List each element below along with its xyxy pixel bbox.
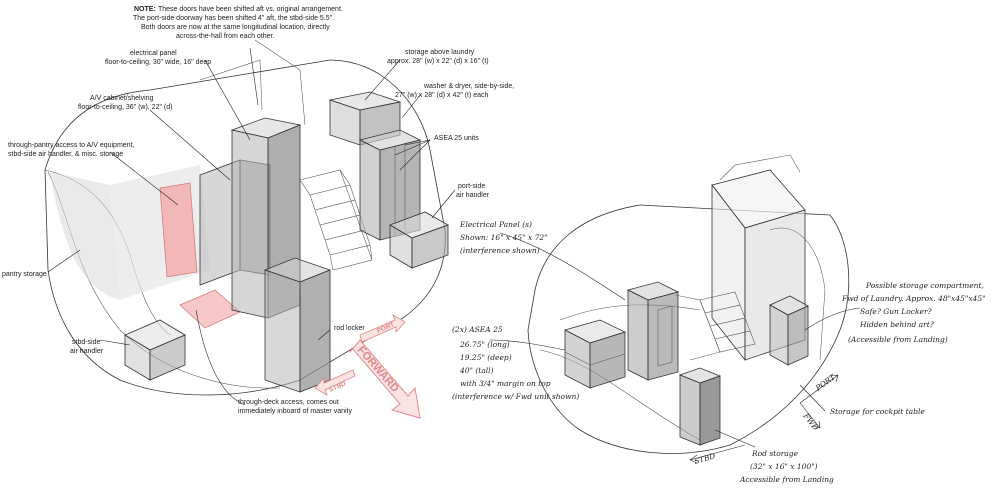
asea-note-4: 40" (tall) [459, 366, 494, 375]
asea-leader-right [489, 339, 566, 351]
rod-storage-leader [714, 429, 756, 448]
note-heading: NOTE: [134, 6, 156, 13]
through-deck-label-1: through-deck access, comes out [238, 399, 339, 406]
electrical-panel-spec: floor-to-ceiling, 30" wide, 16" deep [105, 59, 211, 66]
through-pantry-label-1: through-pantry access to A/V equipment, [8, 142, 135, 149]
cockpit-table-note: Storage for cockpit table [830, 407, 925, 416]
asea-units-label: ASEA 25 units [434, 135, 479, 142]
through-deck-hatch [179, 289, 241, 329]
av-cabinet-spec: floor-to-ceiling, 36" (w), 22" (d) [78, 104, 172, 111]
washer-dryer-label: washer & dryer, side-by-side, [423, 83, 514, 90]
asea-note-3: 19.25" (deep) [460, 353, 512, 362]
note-line-4: across-the-hall from each other. [176, 33, 274, 40]
washer-front [359, 139, 381, 241]
through-pantry-label-2: stbd-side air handler, & misc. storage [8, 151, 123, 158]
through-deck-leader [195, 309, 246, 406]
port-arrow: PORT [359, 313, 406, 343]
pantry-storage-label: pantry storage [2, 271, 47, 278]
note-line-3: Both doors are now at the same longitudi… [141, 24, 330, 31]
port-air-leader [431, 189, 456, 219]
av-cabinet-wall [110, 165, 210, 300]
stbd-label-right: STBD [693, 451, 716, 466]
storage-note-2: Fwd of Laundry. Approx. 48"x45"x45" [841, 294, 986, 303]
elec-leader-right [499, 232, 626, 301]
elec-leader [204, 59, 251, 141]
laundry-leader [364, 59, 401, 101]
washer-leader [401, 94, 421, 119]
pantry-access-door [159, 182, 198, 278]
possible-storage-front [769, 304, 789, 366]
hull-outline-right [527, 204, 850, 454]
rod-locker-leader [317, 329, 331, 341]
port-arrow-label: PORT [376, 321, 395, 335]
port-air-handler-label-1: port-side [458, 183, 485, 190]
note-text: NOTE: These doors have been shifted aft … [133, 6, 343, 40]
asea-note-2: 26.75" (long) [459, 340, 510, 349]
port-label-right: PORT [813, 372, 837, 393]
laundry-storage-spec: approx. 28" (w) x 22" (d) x 16" (t) [387, 58, 489, 65]
storage-leader-right [804, 307, 861, 331]
storage-note-5: (Accessible from Landing) [848, 335, 948, 344]
forward-arrow-label: FORWARD [355, 344, 401, 395]
hull-outline [44, 59, 446, 396]
storage-note-3: Safe? Gun Locker? [860, 307, 933, 316]
right-sketch: PORT FWD STBD Electrical Panel (s) Shown… [452, 154, 986, 484]
port-air-handler-side [411, 224, 449, 269]
electrical-panel-front [231, 129, 269, 319]
note-leader [249, 47, 259, 106]
laundry-storage-label: storage above laundry [405, 49, 475, 56]
elec-panel-note-3: (interference shown) [460, 246, 540, 255]
storage-note-4: Hidden behind art? [859, 320, 935, 329]
pantry-storage-leader [47, 249, 81, 273]
rod-locker-box [299, 269, 331, 393]
rod-storage-note-1: Rod storage [751, 449, 799, 458]
av-cabinet-label: A/V cabinet/shelving [90, 95, 154, 102]
electrical-panel-label: electrical panel [130, 50, 177, 57]
rod-storage-front [679, 374, 701, 446]
stbd-air-handler-label-1: stbd-side [72, 339, 101, 346]
rod-storage-side [699, 375, 721, 446]
rod-storage-note-3: Accessible from Landing [739, 475, 834, 484]
asea-note-1: (2x) ASEA 25 [452, 325, 503, 334]
stbd-air-handler-label-2: air handler [70, 348, 104, 355]
left-sketch: FORWARD PORT STBD NOTE: These doors have… [2, 6, 514, 419]
elec-panel-side-right [647, 291, 679, 381]
elec-panel-note-1: Electrical Panel (s) [459, 220, 532, 229]
stbd-air-leader [99, 339, 131, 346]
through-deck-label-2: immediately inboard of master vanity [238, 408, 352, 415]
port-air-handler-label-2: air handler [456, 192, 490, 199]
pantry-access-leader [109, 151, 179, 206]
asea-leader [394, 139, 431, 171]
washer-dryer-spec: 27" (w) x 28" (d) x 42" (t) each [395, 92, 489, 99]
possible-storage-side [787, 305, 809, 366]
storage-note-1: Possible storage compartment, [865, 281, 984, 290]
elec-panel-front-right [627, 289, 649, 381]
rod-locker-label: rod locker [334, 325, 365, 332]
note-line-1: These doors have been shifted aft vs. or… [158, 6, 343, 13]
fwd-label-right: FWD [801, 411, 820, 432]
stbd-air-handler-side [149, 334, 186, 381]
pantry-wall [50, 172, 120, 300]
note-line-2: The port-side doorway has been shifted 4… [133, 15, 334, 22]
cockpit-leader [799, 384, 826, 412]
rod-locker-front [264, 269, 301, 393]
asea-note-6: (interference w/ Fwd unit shown) [452, 392, 579, 401]
elec-panel-note-2: Shown: 16" x 45" x 72" [460, 233, 548, 242]
companionway-stairs-right [674, 291, 756, 361]
asea-note-5: with 3/4" margin on top [460, 379, 551, 388]
forward-arrow: FORWARD [349, 339, 421, 419]
rod-storage-note-2: (32" x 16" x 100") [750, 462, 818, 471]
av-leader [149, 109, 231, 181]
asea-side-right [589, 331, 626, 389]
